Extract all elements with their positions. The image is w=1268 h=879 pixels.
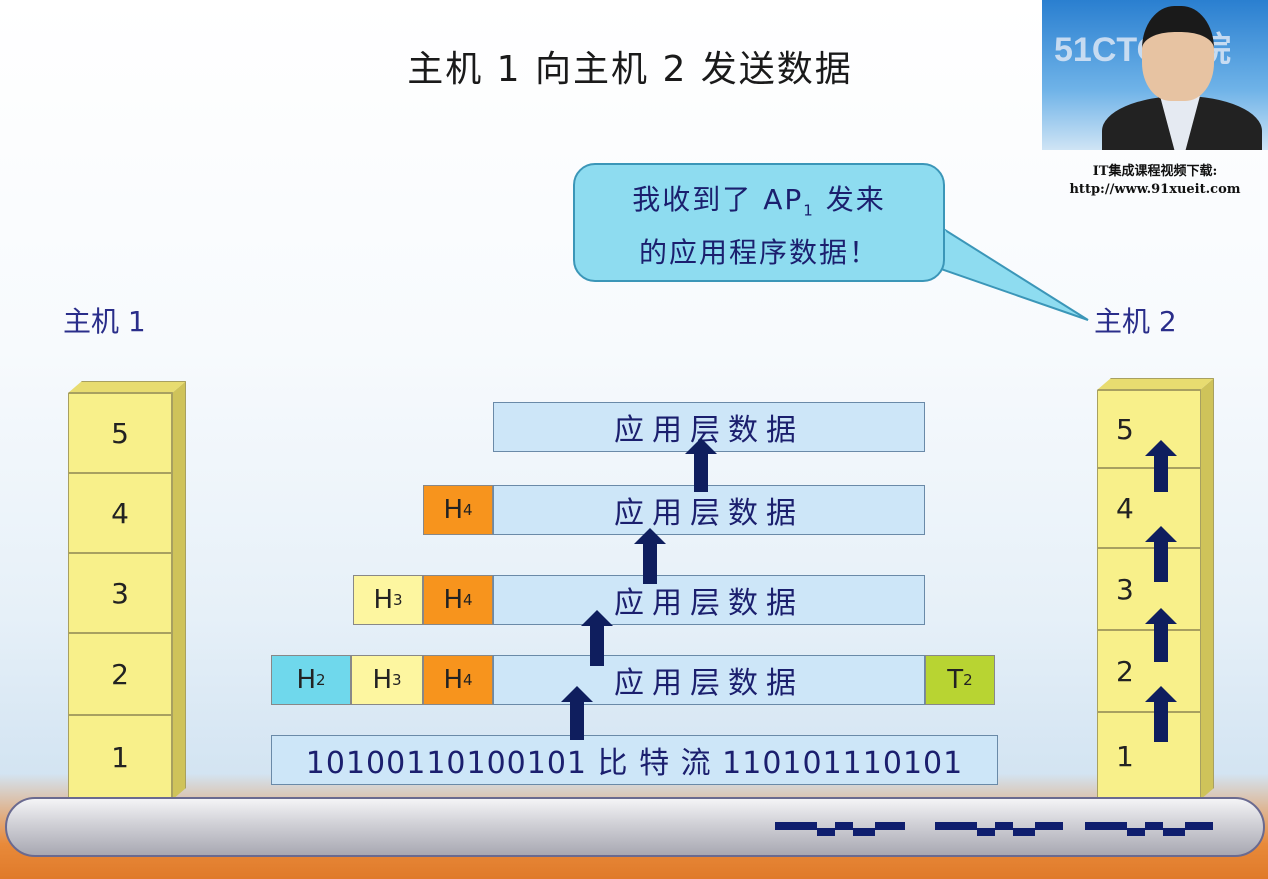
watermark-caption: IT集成课程视频下载: <box>1092 164 1218 179</box>
host2-layer-5: 5 <box>1097 390 1201 468</box>
host1-stack-top <box>68 381 186 393</box>
bubble-text: 我收到了 AP <box>632 183 804 216</box>
host1-layer-4: 4 <box>68 473 172 553</box>
host2-label: 主机 2 <box>1094 305 1177 338</box>
host1-layer-2: 2 <box>68 633 172 715</box>
host2-layer-1: 1 <box>1097 712 1201 800</box>
up-arrow-icon <box>634 528 666 584</box>
up-arrow-icon <box>1145 440 1177 492</box>
host1-layer-5: 5 <box>68 393 172 473</box>
up-arrow-icon <box>1145 526 1177 582</box>
slide-title: 主机 1 向主机 2 发送数据 <box>407 49 853 90</box>
bubble-sub: 1 <box>803 201 815 220</box>
up-arrow-icon <box>581 610 613 666</box>
host2-stack-top <box>1097 378 1214 390</box>
host1-layer-1: 1 <box>68 715 172 800</box>
host1-stack-side <box>172 381 186 800</box>
row-bitstream: 10100110100101 比 特 流 110101110101 <box>271 735 998 785</box>
presenter-video: 51CTO学院 <box>1042 0 1268 150</box>
host2-layer-3: 3 <box>1097 548 1201 630</box>
row-transport-data: 应用层数据 <box>493 485 925 535</box>
up-arrow-icon <box>1145 608 1177 662</box>
host2-stack-side <box>1200 378 1214 800</box>
watermark-url: http://www.91xueit.com <box>1069 182 1241 197</box>
row-application-data: 应用层数据 <box>493 402 925 452</box>
up-arrow-icon <box>685 438 717 492</box>
row-datalink-data: 应用层数据 <box>493 655 925 705</box>
bubble-text: 发来 <box>814 183 886 216</box>
speech-bubble: 我收到了 AP1 发来 的应用程序数据！ <box>573 163 945 282</box>
up-arrow-icon <box>561 686 593 740</box>
host1-layer-3: 3 <box>68 553 172 633</box>
up-arrow-icon <box>1145 686 1177 742</box>
host1-label: 主机 1 <box>63 305 146 338</box>
row-network-data: 应用层数据 <box>493 575 925 625</box>
signal-wave-icon <box>775 822 1213 836</box>
bubble-text: 的应用程序数据！ <box>638 235 879 269</box>
physical-medium-pipe <box>5 797 1265 857</box>
